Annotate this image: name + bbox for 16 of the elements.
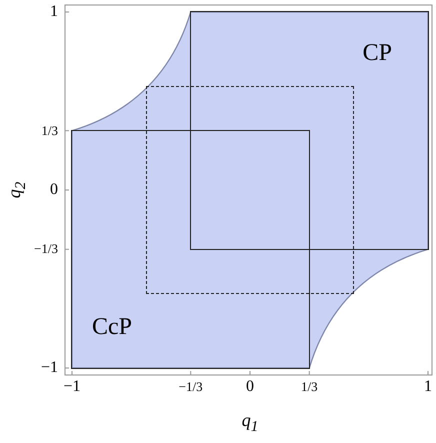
dashed-square-outline: [146, 86, 354, 294]
tick-label: −1/3: [34, 241, 58, 258]
tick-label: −1: [63, 378, 81, 396]
tick-label: 1: [50, 3, 58, 21]
tick-label: 1/3: [41, 122, 58, 139]
tick-label: 0: [246, 378, 254, 396]
tick-label: −1: [40, 359, 58, 377]
square-outline: [71, 130, 310, 369]
region-label: CP: [362, 40, 392, 67]
tick-label: 1: [424, 378, 432, 396]
tick-label: 1/3: [301, 379, 318, 395]
region-label: CcP: [92, 314, 132, 341]
axis-label: q$_{1}$: [242, 410, 258, 436]
tick-label: 0: [50, 181, 58, 199]
square-outline: [190, 11, 429, 250]
tick-label: −1/3: [178, 379, 203, 395]
